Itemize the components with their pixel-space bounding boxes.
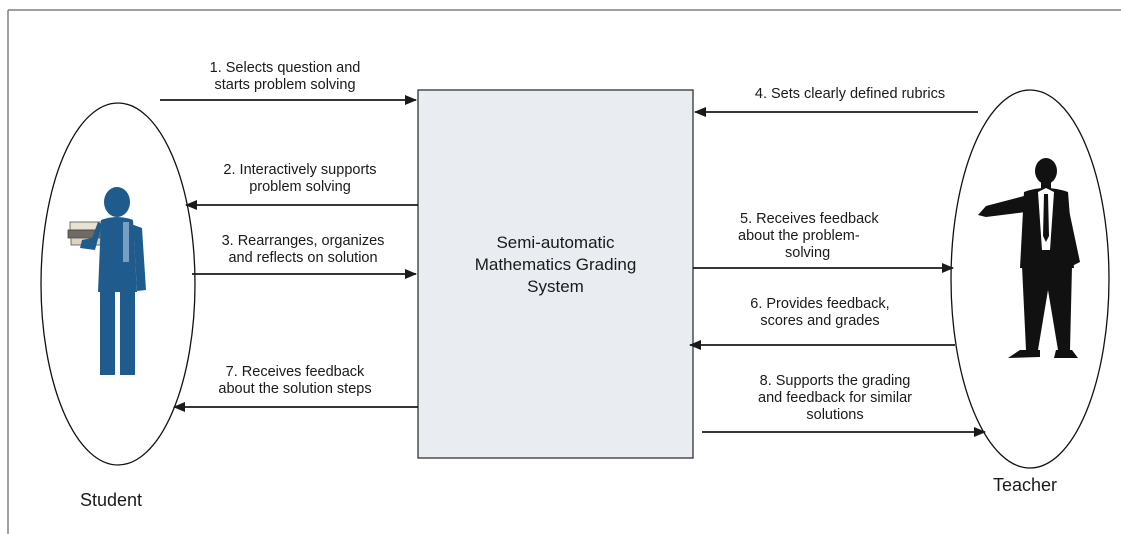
flow-5-line1: 5. Receives feedback <box>740 211 879 227</box>
student-label: Student <box>80 490 143 510</box>
student-figure-icon <box>67 187 146 375</box>
teacher-label: Teacher <box>993 475 1058 495</box>
flow-8-line3: solutions <box>806 407 864 423</box>
flow-5-line2: about the problem- <box>738 228 860 244</box>
flow-label-3: 3. Rearranges, organizes and reflects on… <box>188 233 418 267</box>
flow-label-7: 7. Receives feedback about the solution … <box>180 364 410 398</box>
system-label-line3: System <box>527 277 584 296</box>
flow-label-4: 4. Sets clearly defined rubrics <box>720 86 980 103</box>
flow-label-8: 8. Supports the grading and feedback for… <box>715 373 955 424</box>
flow-6-line1: 6. Provides feedback, <box>750 296 890 312</box>
flow-7-line2: about the solution steps <box>218 381 372 397</box>
flow-8-line1: 8. Supports the grading <box>759 373 911 389</box>
flow-7-line1: 7. Receives feedback <box>225 364 365 380</box>
flow-1-line1: 1. Selects question and <box>209 60 361 76</box>
flow-4-line1: 4. Sets clearly defined rubrics <box>754 86 946 102</box>
flow-2-line2: problem solving <box>249 179 351 195</box>
teacher-figure-icon <box>978 158 1080 358</box>
flow-1-line2: starts problem solving <box>214 77 356 93</box>
flow-3-line1: 3. Rearranges, organizes <box>221 233 385 249</box>
flow-3-line2: and reflects on solution <box>228 250 378 266</box>
flow-label-5: 5. Receives feedback about the problem- … <box>730 211 879 262</box>
flow-label-6: 6. Provides feedback, scores and grades <box>720 296 920 330</box>
flow-5-line3: solving <box>785 245 831 261</box>
flow-8-line2: and feedback for similar <box>758 390 912 406</box>
flow-2-line1: 2. Interactively supports <box>223 162 377 178</box>
flow-label-1: 1. Selects question and starts problem s… <box>170 60 400 94</box>
flow-6-line2: scores and grades <box>760 313 880 329</box>
system-box <box>417 89 694 459</box>
flow-label-2: 2. Interactively supports problem solvin… <box>185 162 415 196</box>
system-label-line1: Semi-automatic <box>496 233 615 252</box>
system-label: Semi-automatic Mathematics Grading Syste… <box>418 232 693 298</box>
system-label-line2: Mathematics Grading <box>474 255 637 274</box>
